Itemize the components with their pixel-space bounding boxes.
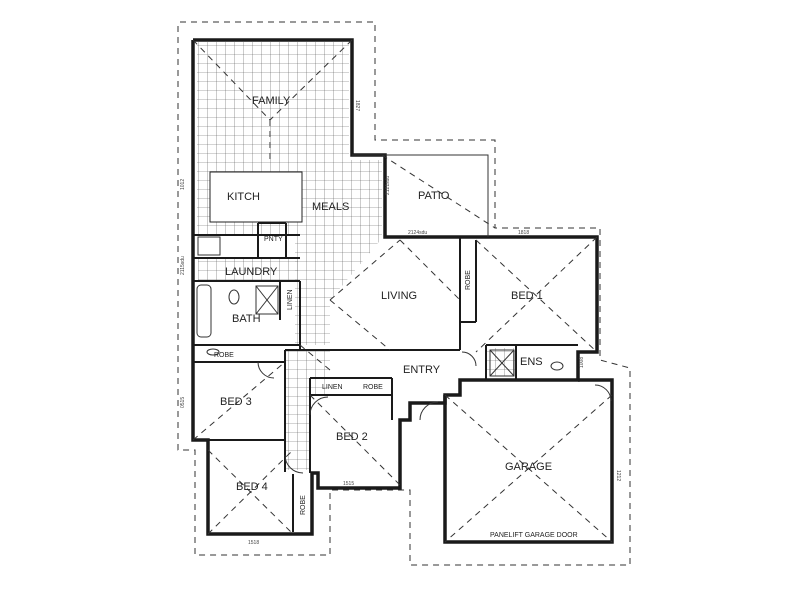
- dim-bed2-bottom: 1515: [343, 481, 354, 487]
- label-pantry: PNTY: [264, 236, 283, 243]
- ens-shower: [489, 349, 515, 377]
- roof-hip: [475, 236, 598, 353]
- hall-tiles: [285, 350, 330, 470]
- dim-meals-right: 2121sdu: [385, 176, 391, 195]
- label-ens: ENS: [520, 356, 543, 368]
- door-swing: [419, 401, 439, 421]
- roof-hip: [192, 39, 271, 121]
- label-bath: BATH: [232, 313, 261, 325]
- label-garage-door: PANELIFT GARAGE DOOR: [490, 532, 578, 539]
- dim-bed1-top: 1818: [518, 230, 529, 236]
- family-tiles: [197, 42, 349, 152]
- roof-hip: [329, 299, 391, 351]
- label-linen-hall: LINEN: [322, 384, 343, 391]
- label-robe-bed3: ROBE: [214, 352, 234, 359]
- label-garage: GARAGE: [505, 461, 552, 473]
- basin: [206, 348, 220, 356]
- label-family: FAMILY: [252, 95, 291, 107]
- dim-garage-right: 1212: [615, 470, 621, 481]
- roof-hip: [192, 361, 286, 441]
- door-swing: [309, 396, 329, 416]
- door-swing: [257, 361, 275, 379]
- roof-hip: [399, 239, 461, 301]
- label-living: LIVING: [381, 290, 417, 302]
- ens-shower-cross: [489, 349, 515, 377]
- shower-cross: [255, 285, 279, 315]
- label-laundry: LAUNDRY: [225, 266, 278, 278]
- label-bed1: BED 1: [511, 290, 543, 302]
- kitchen-bench: [209, 171, 303, 223]
- patio-outline: [352, 154, 489, 237]
- door-swing: [594, 384, 612, 402]
- label-bed3: BED 3: [220, 396, 252, 408]
- roof-hip: [381, 154, 496, 229]
- label-linen-bath: LINEN: [287, 289, 294, 310]
- roof-hip: [329, 239, 401, 301]
- roof-hip: [207, 449, 294, 535]
- dim-bed4-bottom: 1518: [248, 540, 259, 546]
- label-bed4: BED 4: [236, 481, 268, 493]
- dim-kitch-left: 1012: [180, 179, 186, 190]
- dim-bed3-left: 0515: [180, 397, 186, 408]
- dim-ens-right: 1008: [579, 357, 585, 368]
- label-meals: MEALS: [312, 201, 349, 213]
- label-bed2: BED 2: [336, 431, 368, 443]
- label-robe-bed4: ROBE: [300, 495, 307, 515]
- roof-hip: [475, 239, 598, 353]
- door-swing: [461, 351, 477, 367]
- label-entry: ENTRY: [403, 364, 441, 376]
- ens-toilet: [550, 361, 564, 371]
- laundry-tub: [197, 236, 221, 256]
- dim-living-top: 2124sdu: [408, 230, 427, 236]
- dim-laundry-left: 2115sdu: [180, 256, 186, 275]
- label-robe-bed1: ROBE: [465, 270, 472, 290]
- toilet: [228, 289, 240, 305]
- label-robe-hall: ROBE: [363, 384, 383, 391]
- label-patio: PATIO: [418, 190, 450, 202]
- dim-family-right: 1827: [354, 100, 360, 111]
- shower: [255, 285, 279, 315]
- door-swing: [284, 454, 304, 474]
- label-kitchen: KITCH: [227, 191, 260, 203]
- bathtub: [196, 284, 212, 338]
- roof-hip: [444, 394, 613, 543]
- roof-outline: [177, 21, 631, 566]
- roof-hip: [269, 39, 353, 121]
- laundry-tiles: [198, 258, 298, 280]
